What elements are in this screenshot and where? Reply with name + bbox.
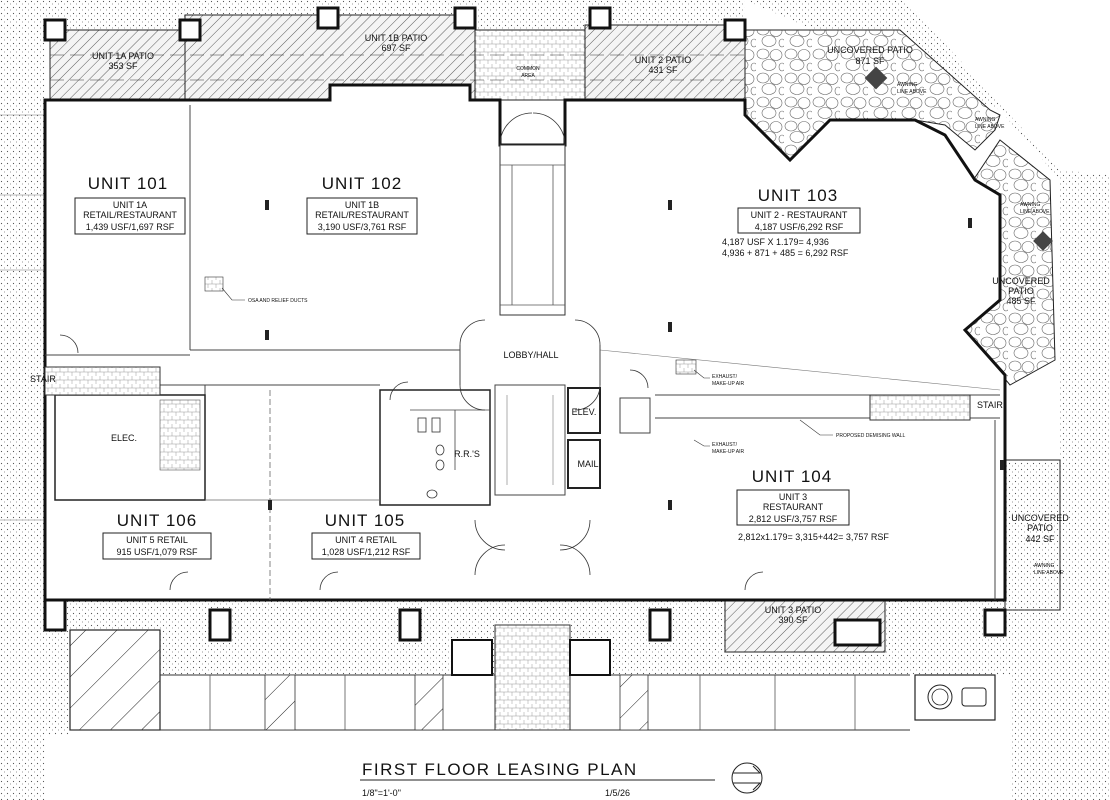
title-block: FIRST FLOOR LEASING PLAN 1/8"=1'-0" 1/5/… [360,760,763,798]
awning-note-3-line2: LINE ABOVE [1020,209,1050,215]
uncovered-patio-2-line2: PATIO [1008,286,1034,296]
unit-104-use: RESTAURANT [763,502,824,512]
unit-101-title: UNIT 101 [88,174,168,193]
unit-106-area: 915 USF/1,079 RSF [116,547,198,557]
unit-105-label: UNIT 4 RETAIL [335,535,397,545]
restrooms-label: R.R.'S [454,449,480,459]
patio-2-area: 431 SF [648,65,678,75]
unit-105: UNIT 105 UNIT 4 RETAIL 1,028 USF/1,212 R… [311,511,421,560]
unit-103-calc1: 4,187 USF X 1.179= 4,936 [722,237,829,247]
unit-101-label: UNIT 1A [113,200,147,210]
patio-3-area: 390 SF [778,615,808,625]
unit-102-area: 3,190 USF/3,761 RSF [318,222,407,232]
room-labels: LOBBY/HALL ELEV. MAIL R.R.'S ELEC. STAIR… [30,66,1003,469]
uncovered-patio-3-line2: PATIO [1027,523,1053,533]
exhaust-note-2-line2: MAKE-UP AIR [712,449,745,455]
unit-103-title: UNIT 103 [758,186,838,205]
unit-104-area: 2,812 USF/3,757 RSF [749,514,838,524]
uncovered-patio-3-area: 442 SF [1025,534,1055,544]
patio-1a-area: 353 SF [108,61,138,71]
uncovered-patio-1-name: UNCOVERED PATIO [827,45,913,55]
unit-104-calc1: 2,812x1.179= 3,315+442= 3,757 RSF [738,532,889,542]
awning-note-2-line1: AWNING [975,117,995,123]
elec-label: ELEC. [111,433,137,443]
plan-notes: OSA AND RELIEF DUCTS EXHAUST/ MAKE-UP AI… [221,82,1064,576]
unit-104-label: UNIT 3 [779,492,807,502]
unit-102-title: UNIT 102 [322,174,402,193]
common-area-line2: AREA [521,73,535,79]
awning-note-4-line2: LINE ABOVE [1034,570,1064,576]
exterior-piers [43,6,1007,676]
plan-date: 1/5/26 [605,788,630,798]
unit-102: UNIT 102 UNIT 1B RETAIL/RESTAURANT 3,190… [306,174,418,235]
parking-area [69,624,996,731]
awning-note-1-line2: LINE ABOVE [897,89,927,95]
unit-103-area: 4,187 USF/6,292 RSF [755,222,844,232]
unit-101-area: 1,439 USF/1,697 RSF [86,222,175,232]
uncovered-patio-2-line1: UNCOVERED [992,276,1050,286]
unit-102-label: UNIT 1B [345,200,379,210]
unit-104: UNIT 104 UNIT 3 RESTAURANT 2,812 USF/3,7… [736,467,889,542]
plan-title: FIRST FLOOR LEASING PLAN [362,760,638,779]
patio-1a-name: UNIT 1A PATIO [92,51,154,61]
exhaust-note-1-line1: EXHAUST/ [712,374,738,380]
unit-106-label: UNIT 5 RETAIL [126,535,188,545]
exhaust-note-1-line2: MAKE-UP AIR [712,381,745,387]
patio-3-name: UNIT 3 PATIO [765,605,822,615]
osa-note: OSA AND RELIEF DUCTS [248,298,308,304]
unit-103-label: UNIT 2 - RESTAURANT [751,210,848,220]
unit-106-title: UNIT 106 [117,511,197,530]
awning-note-4-line1: AWNING [1034,563,1054,569]
unit-103: UNIT 103 UNIT 2 - RESTAURANT 4,187 USF/6… [722,186,861,258]
lobby-label: LOBBY/HALL [503,350,558,360]
patio-1b-name: UNIT 1B PATIO [365,33,428,43]
patio-labels: UNIT 1A PATIO 353 SF UNIT 1B PATIO 697 S… [92,33,1069,625]
stair-left-label: STAIR [30,374,56,384]
uncovered-patio-2-area: 485 SF [1006,296,1036,306]
uncovered-patio-1-area: 871 SF [855,56,885,66]
exhaust-note-2-line1: EXHAUST/ [712,442,738,448]
unit-105-area: 1,028 USF/1,212 RSF [322,547,411,557]
patio-2-name: UNIT 2 PATIO [635,55,692,65]
uncovered-patios [744,29,1061,611]
elev-label: ELEV. [572,407,597,417]
unit-102-use: RETAIL/RESTAURANT [315,210,409,220]
common-area-line1: COMMON [516,66,540,72]
awning-note-3-line1: AWNING [1020,202,1040,208]
doors [59,112,764,591]
demising-note: PROPOSED DEMISING WALL [836,433,905,439]
mail-label: MAIL [577,459,598,469]
unit-101: UNIT 101 UNIT 1A RETAIL/RESTAURANT 1,439… [74,174,186,235]
north-arrow-icon [731,762,763,794]
awning-note-2-line2: LINE ABOVE [975,124,1005,130]
stair-right-label: STAIR [977,400,1003,410]
uncovered-patio-3-line1: UNCOVERED [1011,513,1069,523]
unit-105-title: UNIT 105 [325,511,405,530]
plan-scale: 1/8"=1'-0" [362,788,401,798]
unit-101-use: RETAIL/RESTAURANT [83,210,177,220]
patio-1b-area: 697 SF [381,43,411,53]
unit-103-calc2: 4,936 + 871 + 485 = 6,292 RSF [722,248,849,258]
unit-106: UNIT 106 UNIT 5 RETAIL 915 USF/1,079 RSF [102,511,212,560]
awning-note-1-line1: AWNING [897,82,917,88]
unit-104-title: UNIT 104 [752,467,832,486]
